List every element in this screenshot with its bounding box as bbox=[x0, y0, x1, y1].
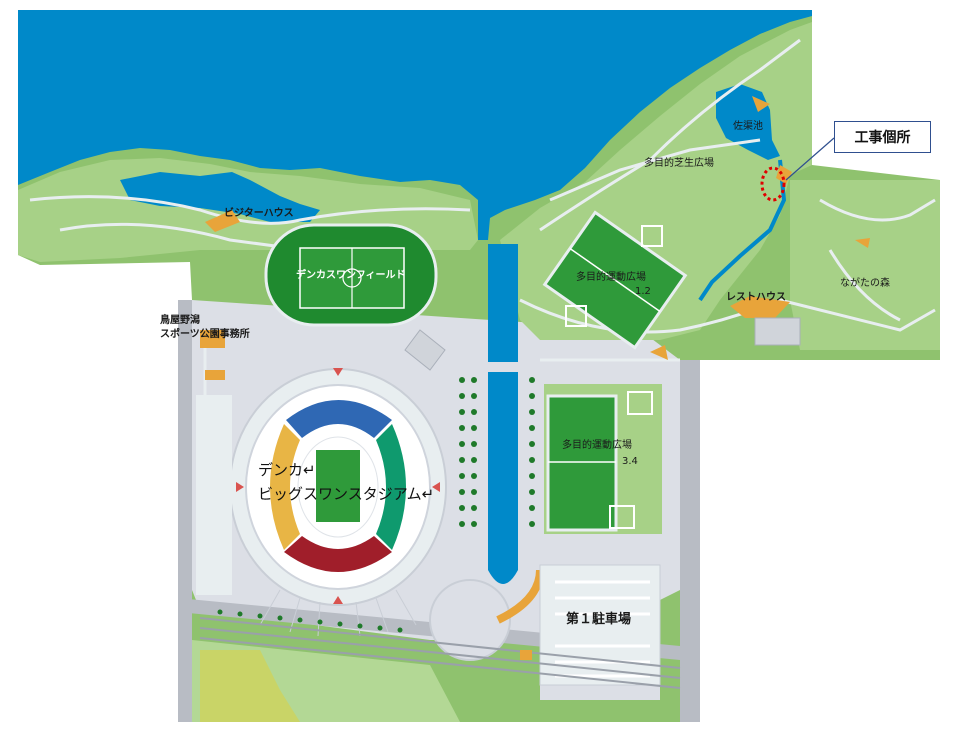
stand-west-yellow bbox=[270, 424, 300, 550]
gate-marker-e bbox=[432, 482, 440, 492]
label-office-line1: 鳥屋野潟 bbox=[160, 315, 200, 326]
east-plaza-circle bbox=[429, 579, 511, 661]
label-sagyo-pond: 佐渠池 bbox=[733, 121, 763, 132]
south-garden-yellow bbox=[200, 650, 300, 722]
stand-east-green bbox=[376, 424, 406, 550]
label-multi-field-34: 多目的運動広場 bbox=[562, 440, 632, 451]
label-visitor-house: ビジターハウス bbox=[224, 208, 294, 219]
construction-marker bbox=[760, 166, 786, 202]
gate-marker-n bbox=[333, 368, 343, 376]
tennis-court-34b bbox=[609, 505, 635, 529]
gate-marker-s bbox=[333, 596, 343, 604]
label-multi-field-12-num: 1.2 bbox=[635, 286, 651, 297]
label-lawn-plaza: 多目的芝生広場 bbox=[644, 158, 714, 169]
canal-bridge bbox=[450, 362, 560, 372]
label-multi-field-12: 多目的運動広場 bbox=[576, 272, 646, 283]
left-road bbox=[178, 300, 192, 722]
multi-field-12-shape bbox=[542, 210, 688, 350]
label-parking-1: 第１駐車場 bbox=[566, 612, 632, 627]
stadium-pitch bbox=[316, 450, 360, 522]
buildings bbox=[200, 96, 870, 660]
label-swan-field: デンカスワンフィールド bbox=[296, 270, 406, 281]
label-office-line2: スポーツ公園事務所 bbox=[160, 329, 250, 340]
swan-field-circle bbox=[342, 268, 362, 288]
callout-leader bbox=[785, 137, 835, 181]
label-rest-house: レストハウス bbox=[726, 292, 786, 303]
label-stadium-line1: デンカ↵ bbox=[258, 461, 316, 479]
callout-text: 工事個所 bbox=[854, 130, 911, 146]
label-stadium-line2: ビッグスワンスタジアム↵ bbox=[258, 485, 435, 503]
east-woods bbox=[790, 180, 940, 350]
rail-tracks bbox=[199, 617, 681, 689]
stand-north-blue bbox=[286, 400, 392, 438]
canal bbox=[488, 244, 518, 584]
label-multi-field-34-num: 3.4 bbox=[622, 456, 638, 467]
parking-rows bbox=[555, 580, 650, 678]
grey-buildings bbox=[404, 317, 801, 371]
west-parking bbox=[196, 395, 232, 595]
lake bbox=[18, 10, 812, 240]
tennis-court-34a bbox=[627, 391, 653, 415]
construction-callout: 工事個所 bbox=[834, 121, 931, 153]
multi-field-34-shape bbox=[546, 394, 618, 532]
stand-south-red bbox=[284, 536, 392, 572]
tree-rows bbox=[217, 377, 535, 633]
small-pond-west bbox=[120, 172, 320, 222]
label-nagata-forest: ながたの森 bbox=[840, 278, 890, 289]
gate-marker-w bbox=[236, 482, 244, 492]
tennis-courts-12 bbox=[565, 225, 663, 327]
right-road bbox=[680, 360, 700, 722]
